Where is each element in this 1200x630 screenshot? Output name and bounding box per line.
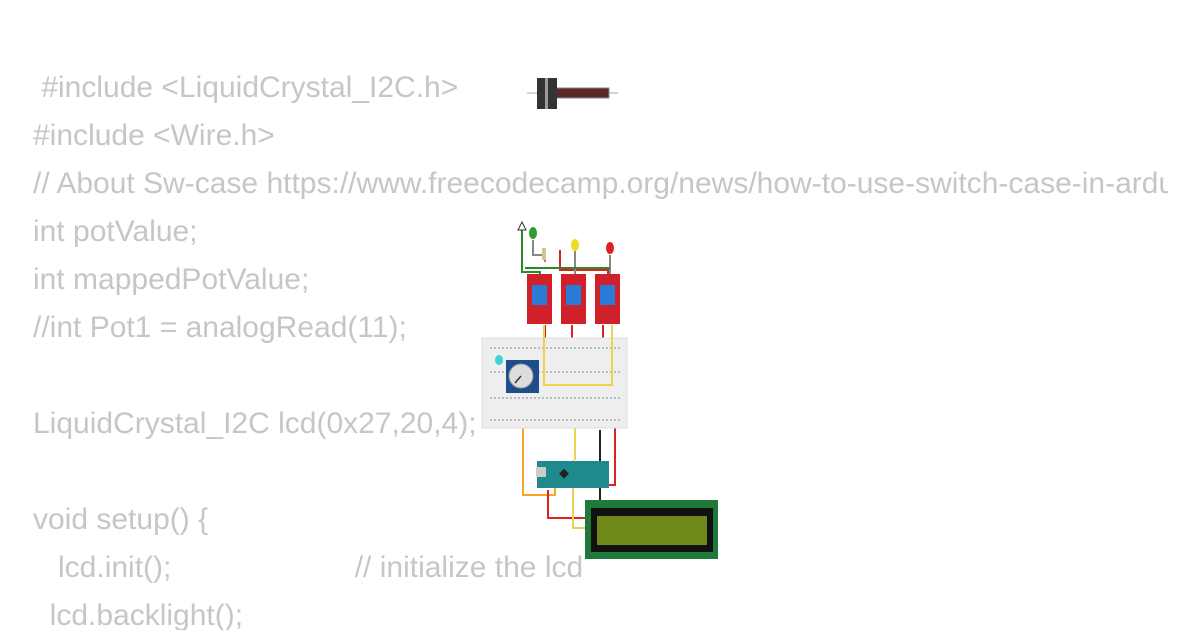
led-yellow[interactable] (571, 239, 579, 251)
code-line: lcd.backlight(); (33, 599, 244, 630)
led-cyan[interactable] (495, 355, 503, 365)
breadboard (481, 337, 628, 429)
code-line: LiquidCrystal_I2C lcd(0x27,20,4); (33, 407, 477, 440)
led-red[interactable] (606, 242, 614, 254)
code-line: int potValue; (33, 215, 198, 248)
code-line: int mappedPotValue; (33, 263, 310, 296)
code-line: void setup() { (33, 503, 209, 536)
relay-2[interactable] (561, 274, 586, 324)
led-green[interactable] (529, 227, 537, 239)
relay-1[interactable] (527, 274, 552, 324)
lcd-1602[interactable] (585, 500, 718, 559)
code-line: // About Sw-case https://www.freecodecam… (33, 167, 1168, 200)
code-background: #include <LiquidCrystal_I2C.h> #include … (33, 71, 1168, 630)
code-line: //int Pot1 = analogRead(11); (33, 311, 407, 344)
rotary-potentiometer[interactable] (506, 360, 539, 393)
arduino-nano[interactable] (536, 461, 609, 488)
ground-symbol (517, 220, 527, 231)
code-line: #include <LiquidCrystal_I2C.h> (33, 71, 459, 104)
relay-3[interactable] (595, 274, 620, 324)
resistor (542, 248, 546, 260)
code-line: lcd.init(); // initialize the lcd (33, 551, 584, 584)
code-line: #include <Wire.h> (33, 119, 275, 152)
slide-potentiometer[interactable] (527, 78, 618, 109)
